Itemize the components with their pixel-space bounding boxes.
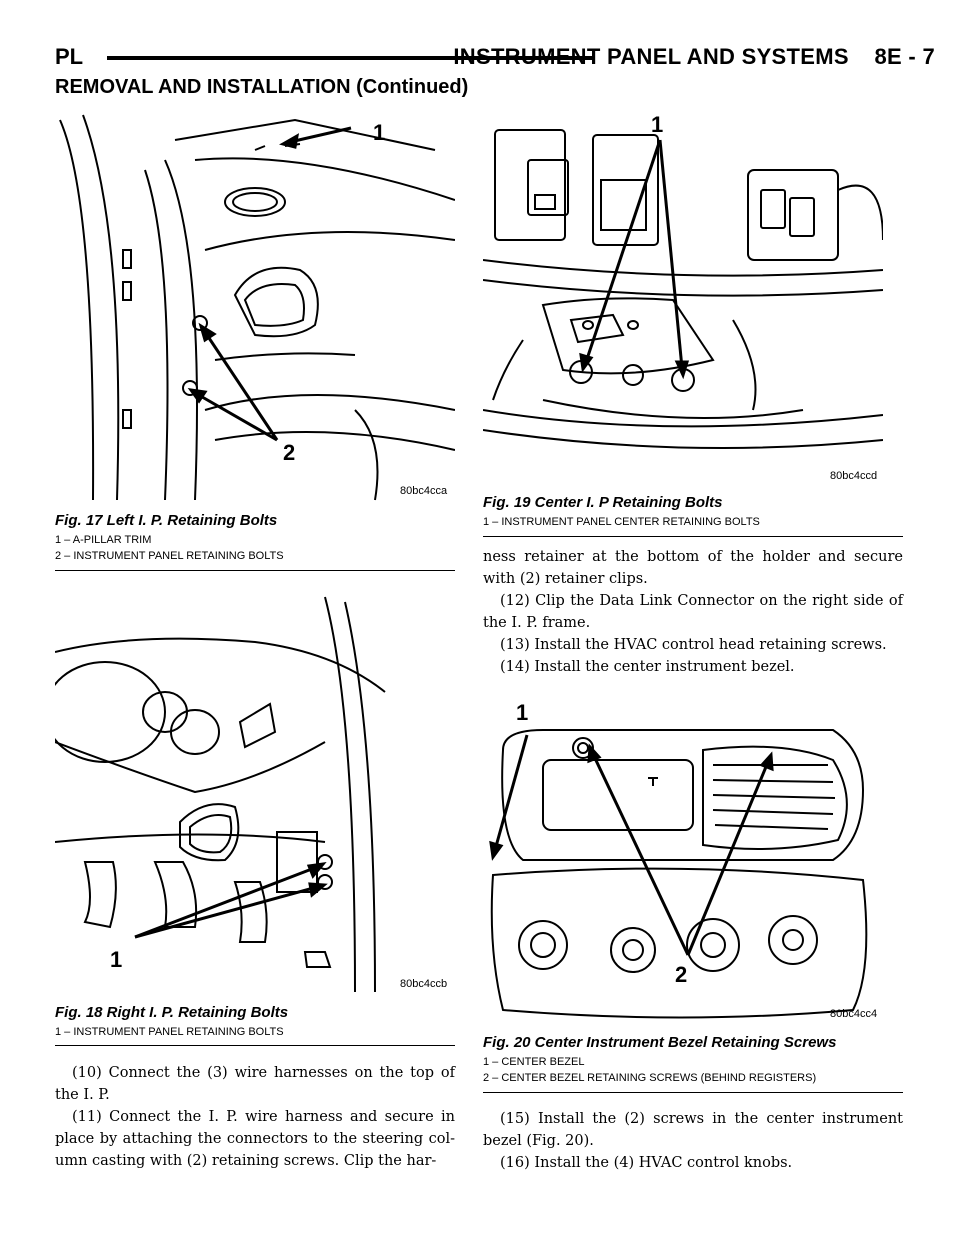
figure-17-callout-1: 1 [373,120,385,145]
figure-20-rule [483,1092,903,1093]
paragraph-step-10: (10) Connect the (3) wire harnesses on t… [55,1065,455,1103]
header-rule [107,56,595,60]
paragraph-step-13: (13) Install the HVAC control head retai… [500,637,887,653]
figure-18-rule [55,1045,455,1046]
figure-18-drawing: 1 [55,596,386,993]
header-chapter-title: INSTRUMENT PANEL AND SYSTEMS [453,44,849,69]
figure-17-legend-2: 2 – INSTRUMENT PANEL RETAINING BOLTS [55,550,284,562]
figure-19-rule [483,536,903,537]
figure-20-code: 80bc4cc4 [830,1008,878,1020]
figure-19-caption: Fig. 19 Center I. P Retaining Bolts 1 – … [483,494,903,530]
paragraph-step-12: (12) Clip the Data Link Connector on the… [483,593,903,631]
paragraph-step-11: (11) Connect the I. P. wire harness and … [55,1109,455,1169]
figure-20-drawing: 1 2 [489,700,868,1019]
figure-20-legend-1: 1 – CENTER BEZEL [483,1056,585,1068]
figure-18-legend-1: 1 – INSTRUMENT PANEL RETAINING BOLTS [55,1026,284,1038]
figure-18-illustration: 1 [55,592,455,997]
figure-20-title: Fig. 20 Center Instrument Bezel Retainin… [483,1034,837,1051]
figure-18-callout-1: 1 [110,947,122,972]
figure-18-caption: Fig. 18 Right I. P. Retaining Bolts 1 – … [55,1004,455,1040]
figure-19-code: 80bc4ccd [830,470,878,482]
figure-19-callout-1: 1 [651,112,663,137]
figure-17-callout-2: 2 [283,440,295,465]
header-left-label: PL [55,44,84,69]
figure-17-caption: Fig. 17 Left I. P. Retaining Bolts 1 – A… [55,512,455,564]
page-header: PL INSTRUMENT PANEL AND SYSTEMS 8E - 7 [55,38,935,74]
figure-20-legend-2: 2 – CENTER BEZEL RETAINING SCREWS (BEHIN… [483,1072,817,1084]
figure-20-caption: Fig. 20 Center Instrument Bezel Retainin… [483,1034,903,1086]
paragraph-step-11-cont: ness retainer at the bottom of the holde… [483,549,903,587]
figure-17-rule [55,570,455,571]
figure-19-drawing: 1 [483,112,883,449]
section-title: REMOVAL AND INSTALLATION (Continued) [55,76,469,98]
figure-18-title: Fig. 18 Right I. P. Retaining Bolts [55,1004,289,1021]
figure-19-illustration: 1 [483,110,883,490]
paragraph-step-16: (16) Install the (4) HVAC control knobs. [500,1155,793,1171]
right-body-text-top: ness retainer at the bottom of the holde… [483,546,903,678]
paragraph-step-14: (14) Install the center instrument bezel… [500,659,795,675]
header-right-label: INSTRUMENT PANEL AND SYSTEMS 8E - 7 [453,44,935,70]
figure-19-title: Fig. 19 Center I. P Retaining Bolts [483,494,723,511]
figure-20-callout-1: 1 [516,700,528,725]
figure-17-illustration: 1 2 [55,110,455,510]
figure-20-illustration: 1 2 [483,690,883,1020]
figure-17-drawing: 1 2 [59,114,455,501]
header-page-number: 8E - 7 [874,44,935,69]
left-body-text: (10) Connect the (3) wire harnesses on t… [55,1062,455,1172]
figure-20-callout-2: 2 [675,962,687,987]
figure-17-code: 80bc4cca [400,485,448,497]
right-body-text-bottom: (15) Install the (2) screws in the cente… [483,1108,903,1174]
figure-18-code: 80bc4ccb [400,978,448,990]
paragraph-step-15: (15) Install the (2) screws in the cente… [483,1111,903,1149]
figure-19-legend-1: 1 – INSTRUMENT PANEL CENTER RETAINING BO… [483,516,760,528]
figure-17-title: Fig. 17 Left I. P. Retaining Bolts [55,512,278,529]
figure-17-legend-1: 1 – A-PILLAR TRIM [55,534,152,546]
